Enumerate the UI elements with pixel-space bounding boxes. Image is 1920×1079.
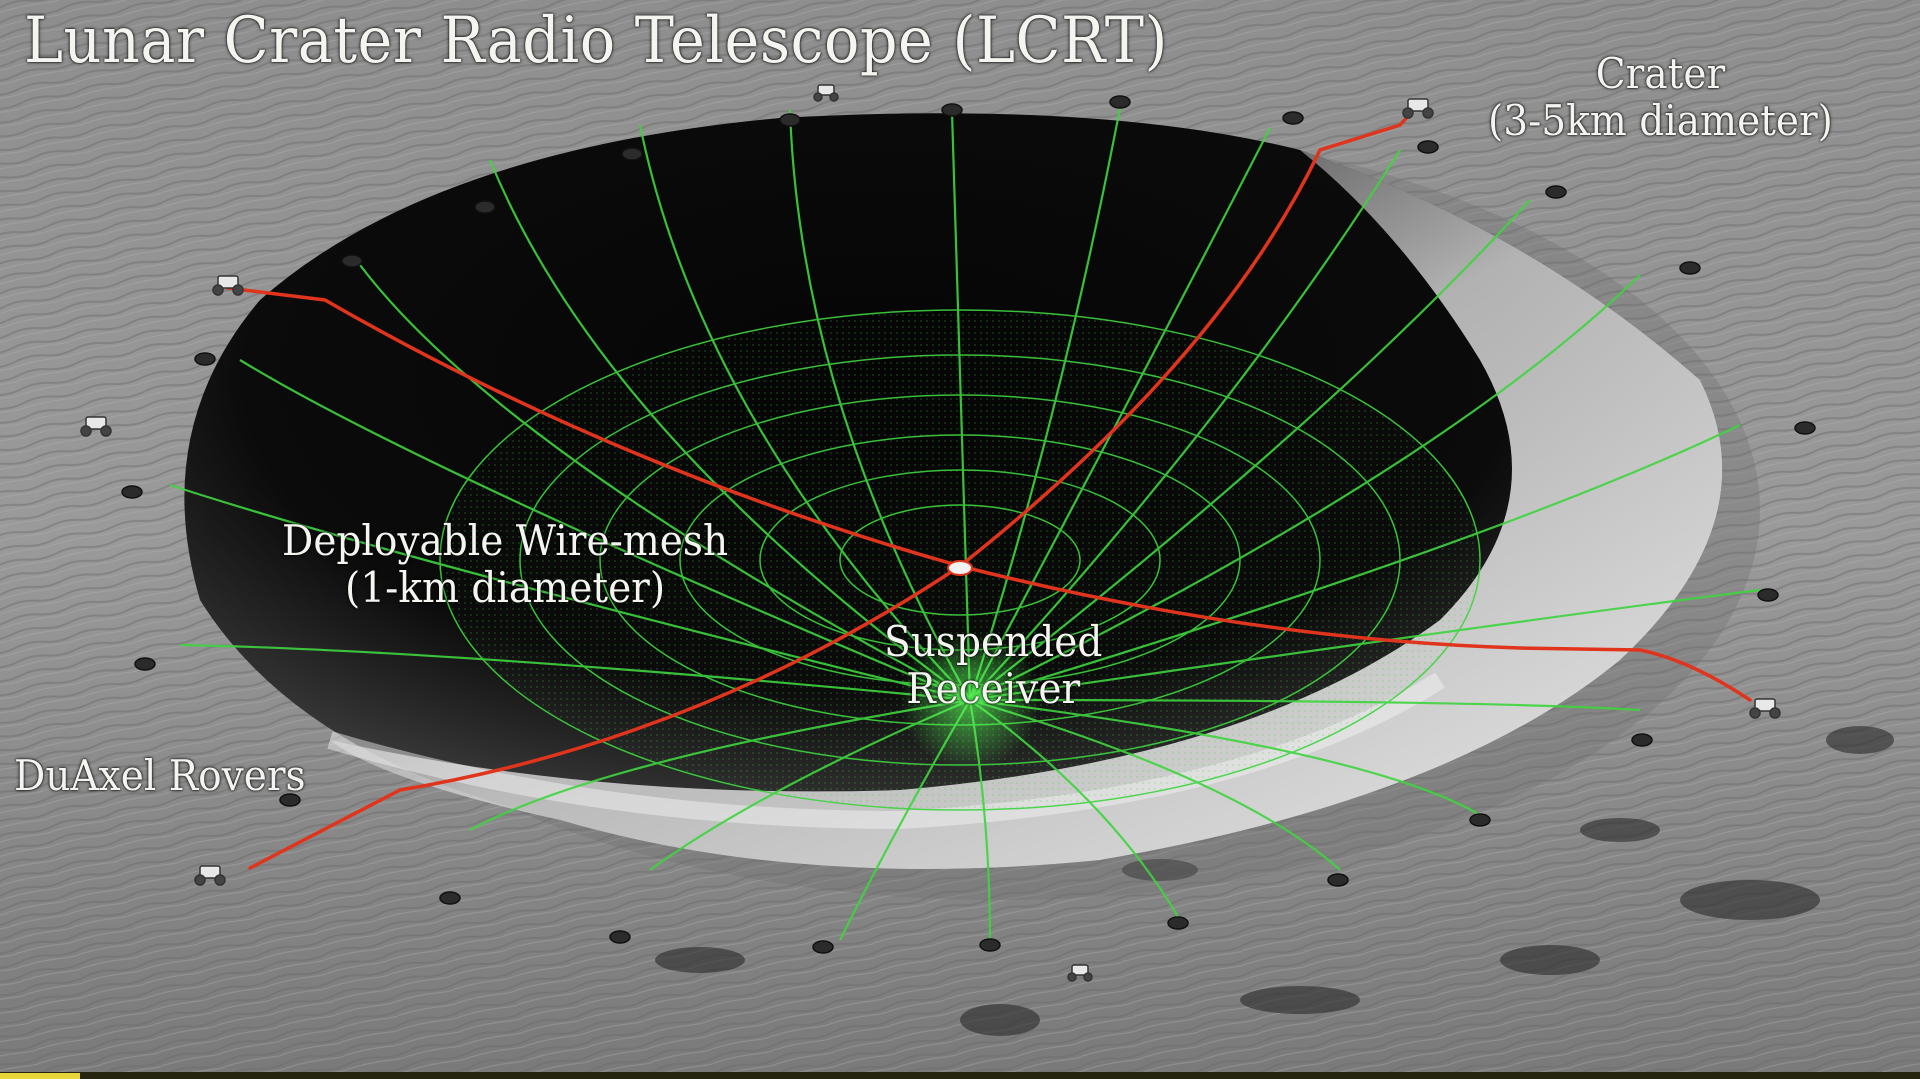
crater-annotation-line1: Crater [1595, 49, 1726, 98]
anchor-icon [121, 95, 1816, 954]
crater-annotation-line2: (3-5km diameter) [1488, 96, 1833, 146]
wire-mesh-annotation-line1: Deployable Wire-mesh [282, 516, 729, 565]
receiver-annotation: Suspended Receiver [884, 618, 1102, 712]
receiver-annotation-line2: Receiver [906, 664, 1081, 714]
mesh-focus-glow [900, 630, 1040, 770]
receiver-icon [947, 560, 973, 576]
page-title: Lunar Crater Radio Telescope (LCRT) [24, 4, 1168, 78]
rover-icon [80, 84, 1781, 982]
crater-annotation: Crater (3-5km diameter) [1488, 50, 1833, 144]
wire-mesh-annotation: Deployable Wire-mesh (1-km diameter) [282, 517, 728, 611]
rovers-annotation: DuAxel Rovers [14, 751, 306, 800]
wire-mesh-annotation-line2: (1-km diameter) [345, 563, 666, 613]
footer-accent [0, 1073, 80, 1079]
receiver-annotation-line1: Suspended [884, 617, 1103, 666]
footer-bar [0, 1072, 1920, 1079]
